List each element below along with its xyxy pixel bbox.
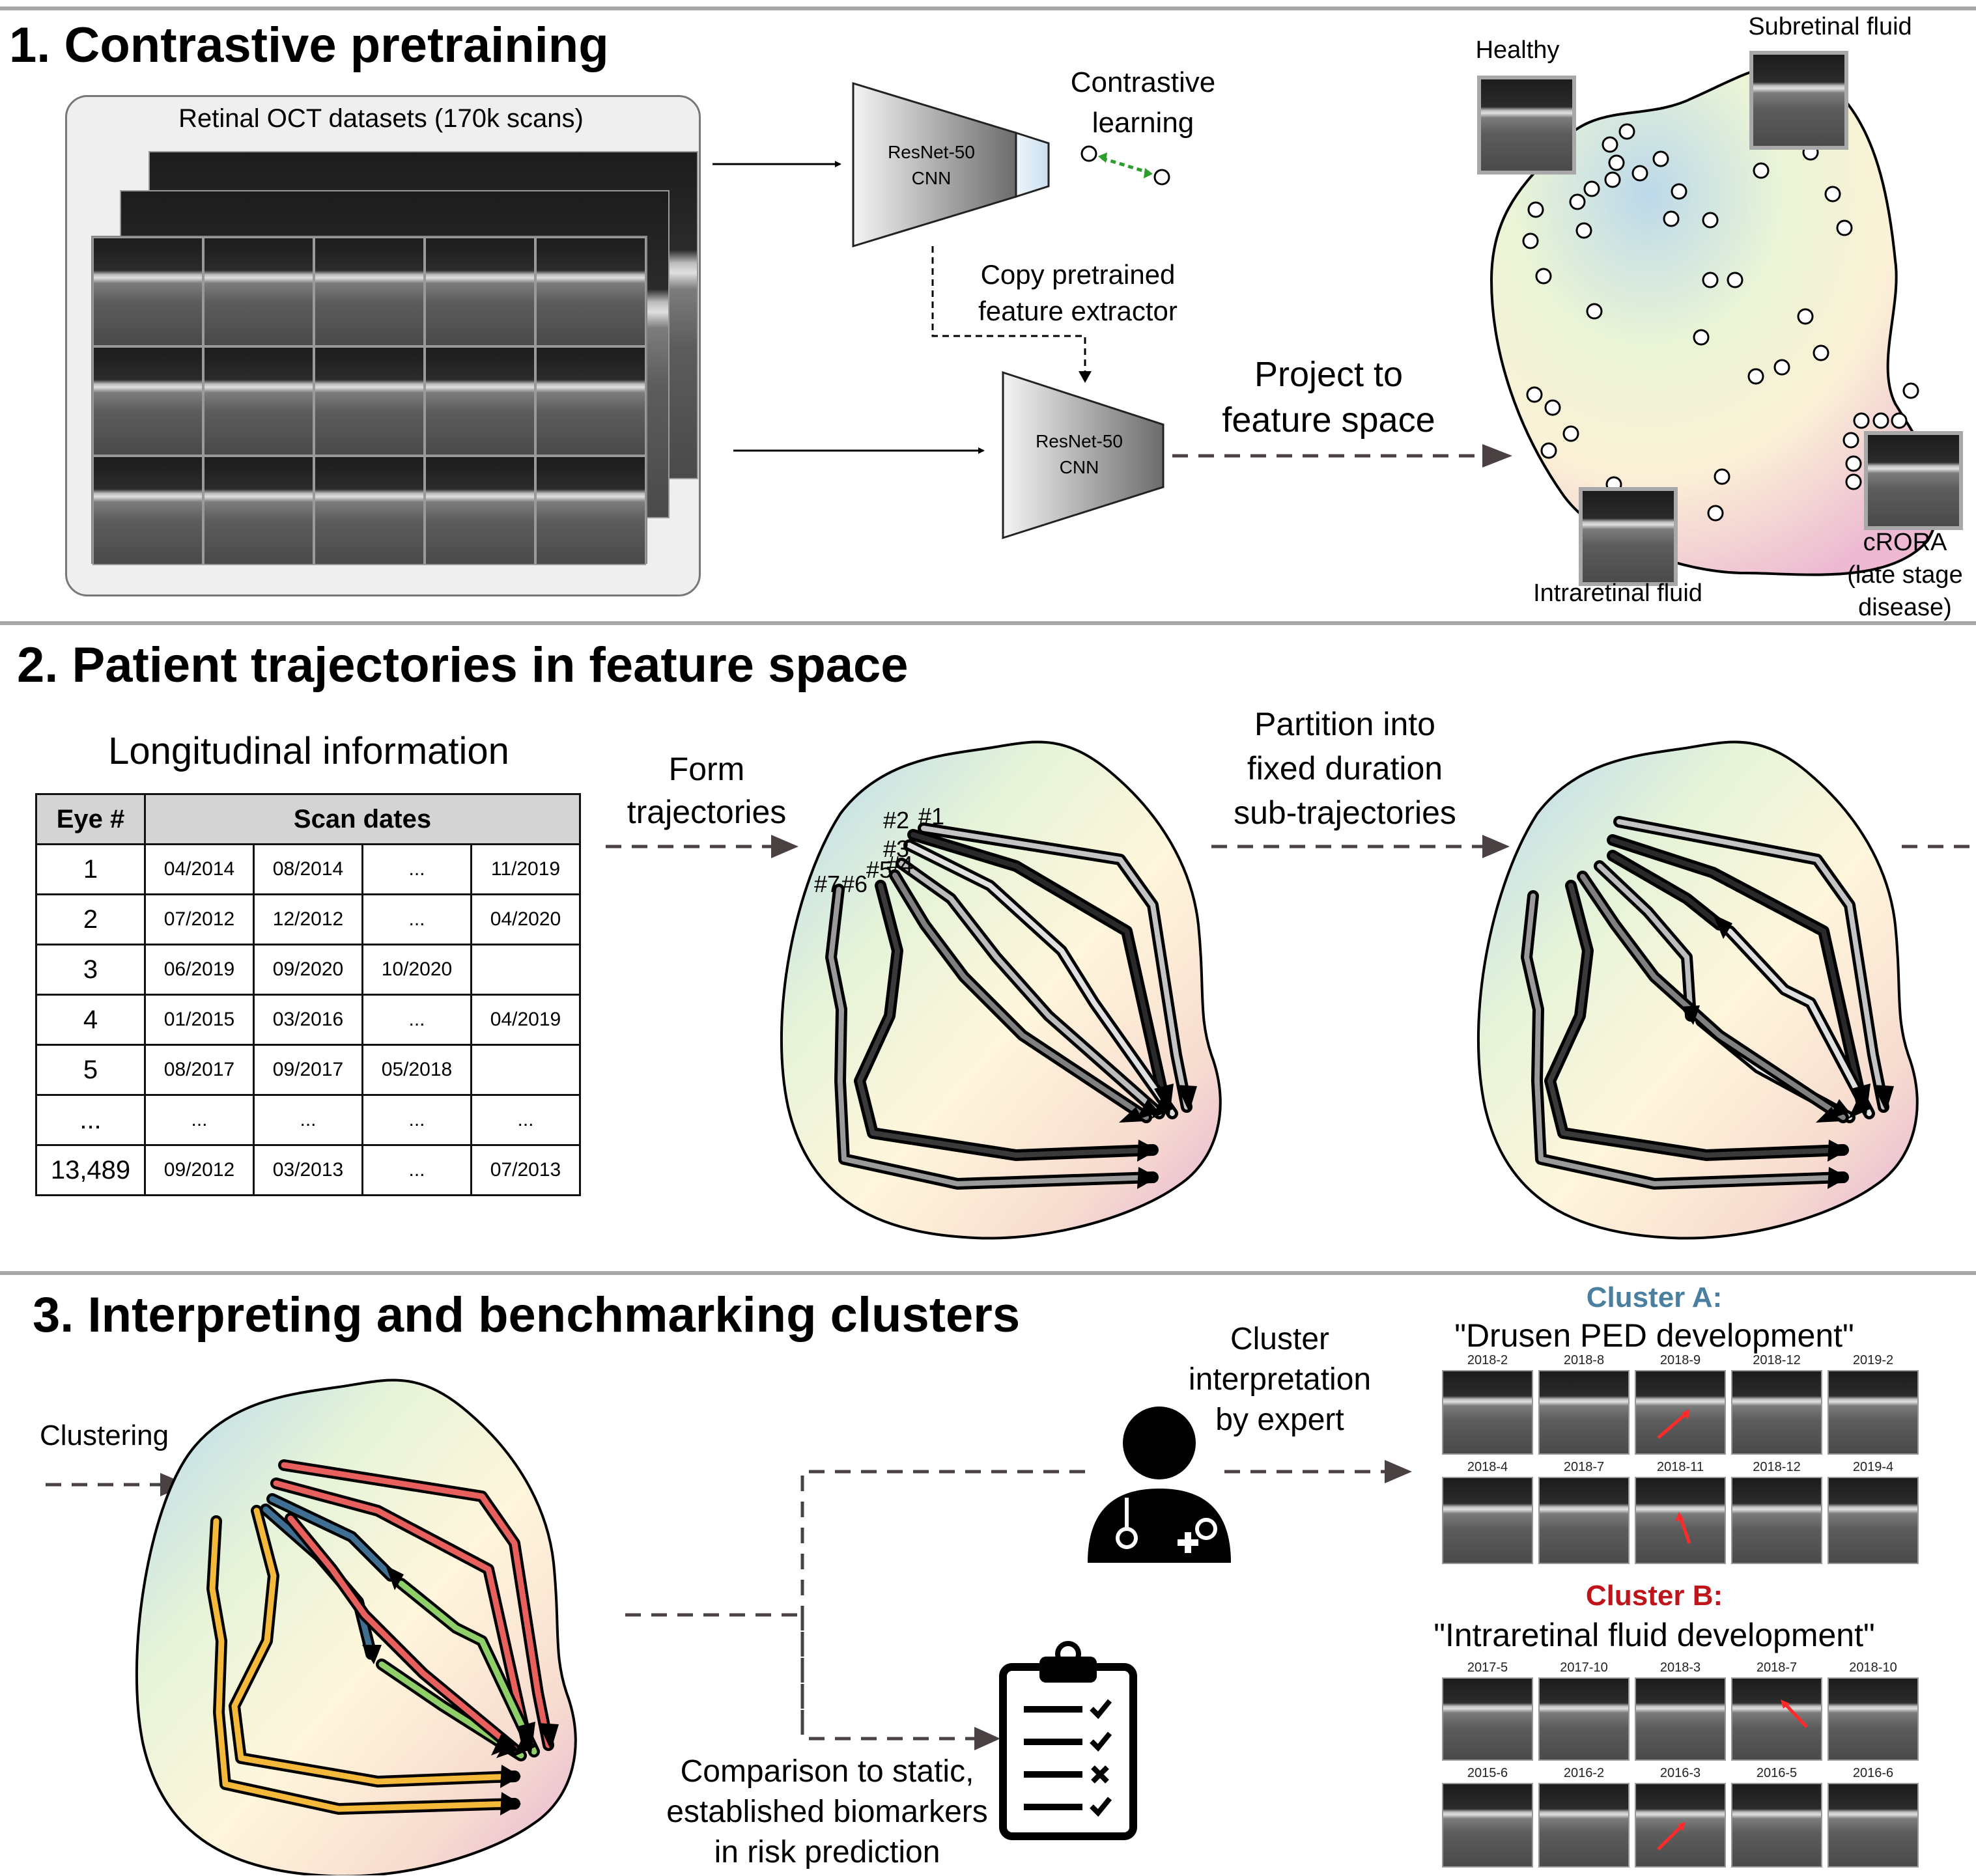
subretinal-label: Subretinal fluid — [1748, 13, 1912, 40]
contrastive-green-arrow — [1101, 156, 1150, 175]
contrastive-point-a — [1080, 145, 1097, 162]
section1-title: 1. Contrastive pretraining — [9, 18, 609, 73]
table-row: ............... — [35, 1094, 581, 1146]
full-trajectories — [825, 822, 1193, 1190]
colored-arrowheads — [362, 1565, 559, 1815]
form-trajectories-label: Form trajectories — [627, 751, 787, 830]
project-feature-space-label: Project to feature space — [1222, 355, 1435, 440]
cluster-b-desc: "Intraretinal fluid development" — [1433, 1617, 1875, 1653]
trajectory-arrowheads-1 — [1119, 1084, 1197, 1189]
healthy-thumbnail — [1477, 76, 1576, 175]
contrastive-learning-label: Contrastive learning — [1070, 66, 1216, 139]
header-scan-dates: Scan dates — [144, 793, 581, 845]
section2-title: 2. Patient trajectories in feature space — [17, 637, 909, 693]
trajectory-blob-2 — [1476, 740, 1919, 1240]
traj-id-5: #5 — [866, 856, 892, 883]
subretinal-thumbnail — [1749, 51, 1848, 150]
copy-feature-extractor-label: Copy pretrained feature extractor — [978, 259, 1178, 326]
section3-diagram — [46, 1379, 1412, 1875]
copy-connector — [931, 246, 1086, 372]
trajectory-blob-1 — [780, 740, 1222, 1240]
partition-label: Partition into fixed duration sub-trajec… — [1234, 706, 1456, 831]
comparison-label: Comparison to static, established biomar… — [666, 1754, 988, 1869]
cluster-a-red-arrows — [1657, 1409, 1691, 1544]
healthy-label: Healthy — [1475, 36, 1560, 64]
section3-title: 3. Interpreting and benchmarking cluster… — [33, 1287, 1021, 1343]
projection-head-shape — [1015, 131, 1050, 199]
traj-id-4: #4 — [887, 851, 913, 878]
section1-diagram — [713, 64, 1940, 576]
section-divider-3 — [0, 1271, 1976, 1275]
colored-trajectories — [206, 1459, 554, 1815]
section2-diagram: #1 #2 #3 #4 #5 #6 #7 — [606, 740, 1976, 1240]
checklist-icon — [999, 1641, 1137, 1840]
clustering-label: Clustering — [39, 1420, 169, 1451]
traj-id-1: #1 — [918, 803, 944, 830]
cluster-a-gallery: 2018-2 2018-8 2018-9 2018-12 2019-2 2018… — [1442, 1353, 1924, 1568]
intraretinal-label: Intraretinal fluid — [1533, 580, 1702, 607]
cluster-b-name: Cluster B: — [1585, 1580, 1723, 1612]
header-eye: Eye # — [35, 793, 146, 845]
traj-id-3: #3 — [883, 835, 909, 862]
oct-image-stack — [91, 150, 703, 567]
doctor-icon — [1088, 1407, 1231, 1563]
traj-id-7: #7 — [814, 871, 840, 897]
expert-label: Cluster interpretation by expert — [1188, 1322, 1372, 1437]
table-header-row: Eye # Scan dates — [35, 793, 581, 845]
cluster-blob — [135, 1379, 577, 1875]
feature-points — [1522, 123, 1919, 522]
connector-to-checklist — [800, 1615, 977, 1741]
oct-grid-front — [91, 236, 647, 565]
cluster-b-gallery: 2017-5 2017-10 2018-3 2018-7 2018-10 201… — [1442, 1660, 1924, 1869]
contrastive-point-b — [1153, 169, 1170, 186]
cluster-a-name: Cluster A: — [1586, 1281, 1723, 1313]
cluster-a-desc: "Drusen PED development" — [1454, 1317, 1854, 1354]
cluster-b-red-arrows — [1657, 1700, 1808, 1851]
cnn-bottom-label: ResNet-50 CNN — [1036, 431, 1123, 477]
section-divider-top — [0, 7, 1976, 10]
crora-label: cRORA (late stage disease) — [1847, 529, 1963, 621]
intraretinal-thumbnail — [1579, 487, 1678, 586]
traj-id-6: #6 — [841, 871, 868, 897]
crora-thumbnail — [1864, 431, 1963, 530]
sub-trajectories — [1521, 816, 1889, 1190]
trajectory-arrowheads-2 — [1680, 914, 1894, 1189]
cnn-bottom-shape — [1002, 371, 1164, 540]
table-title: Longitudinal information — [108, 730, 509, 772]
traj-id-2: #2 — [883, 807, 909, 833]
section-divider-2 — [0, 621, 1976, 625]
datasets-label: Retinal OCT datasets (170k scans) — [178, 104, 584, 133]
cnn-top-label: ResNet-50 CNN — [888, 142, 975, 188]
